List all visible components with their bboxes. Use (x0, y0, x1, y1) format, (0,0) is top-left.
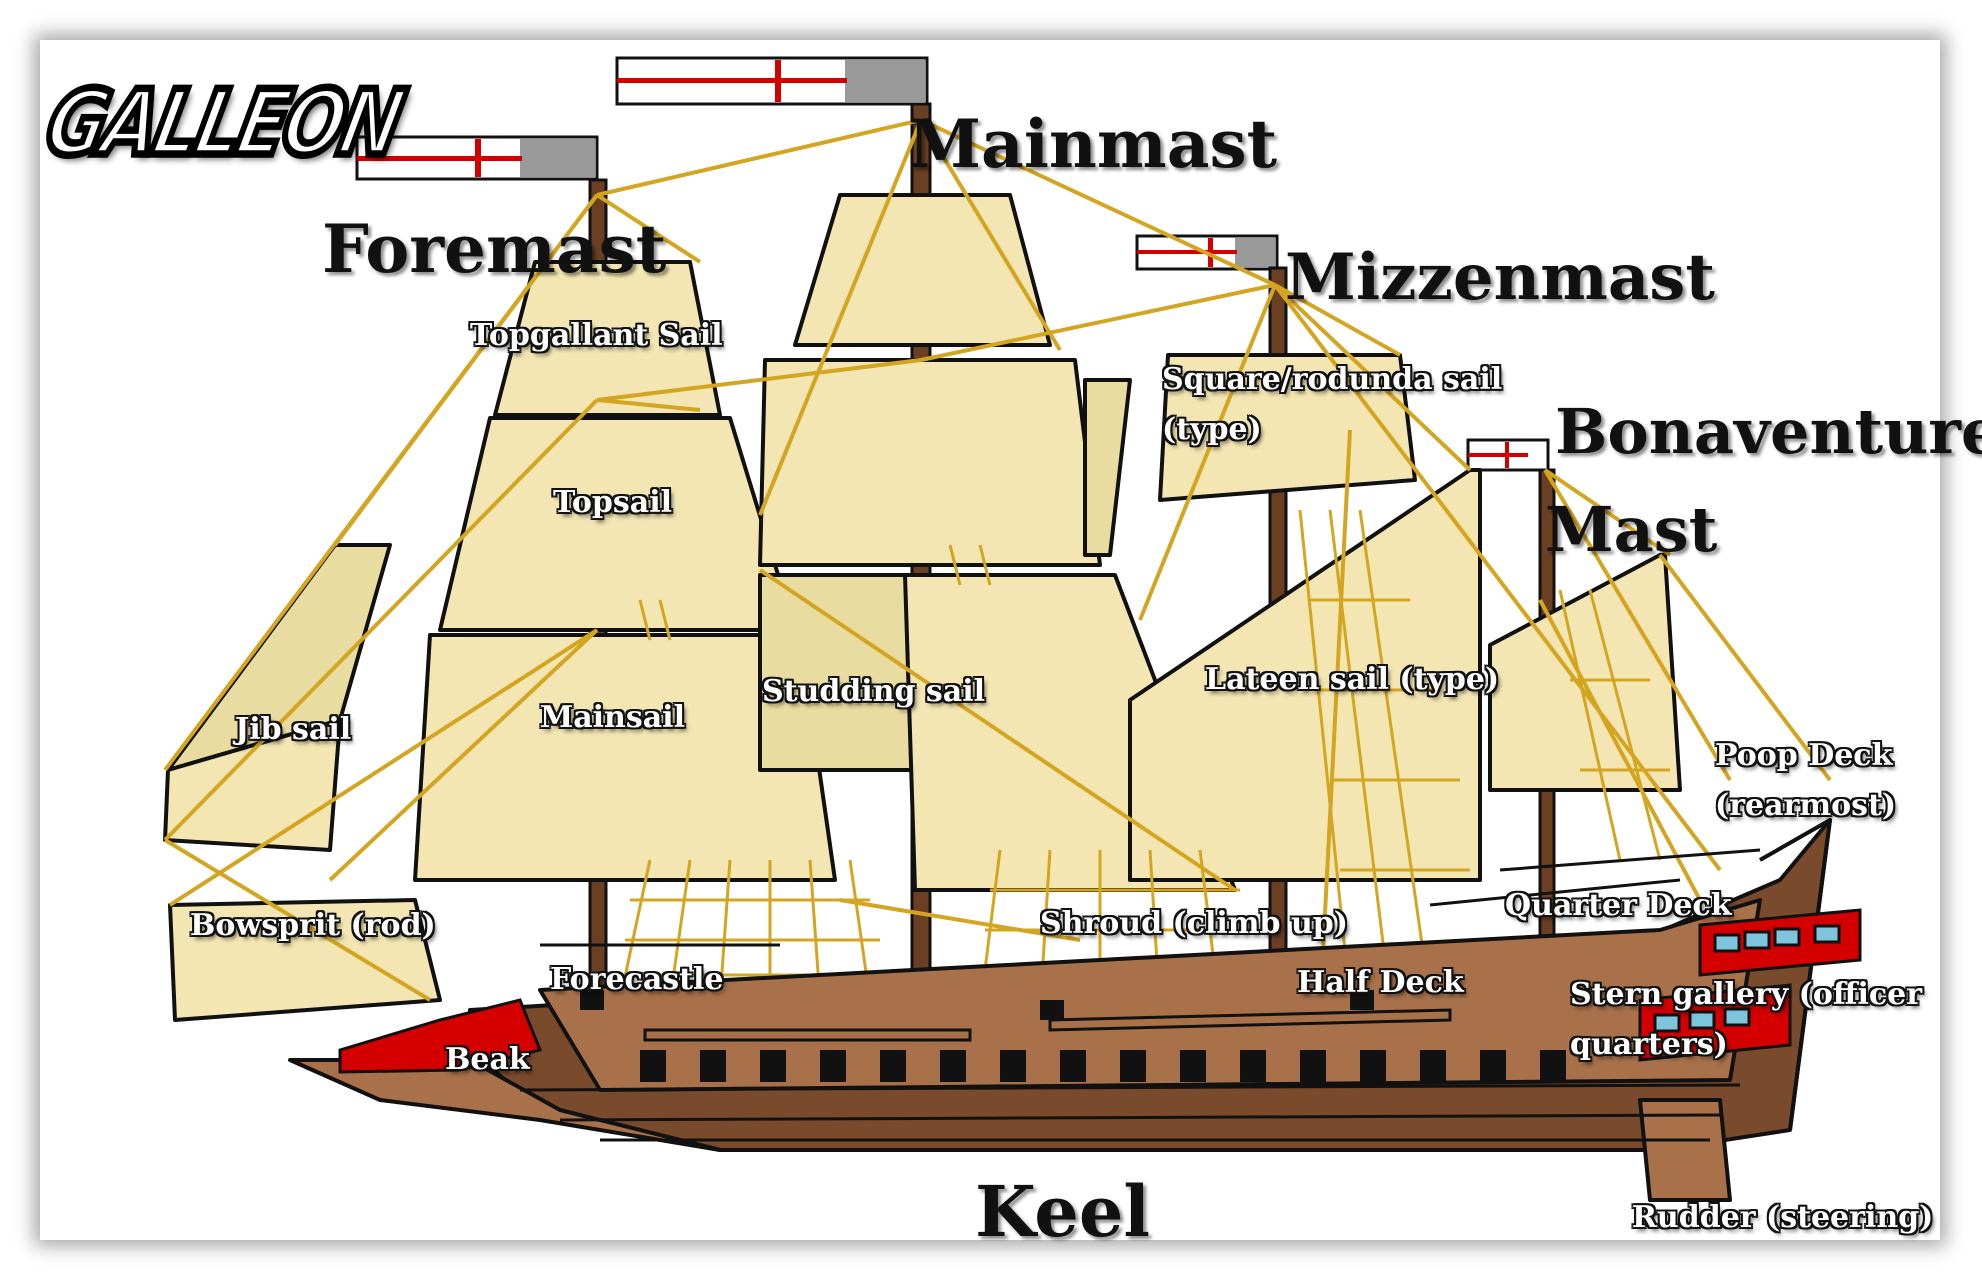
label-mizzenmast: Mizzenmast (1285, 240, 1715, 315)
flag-mizzenmast (1135, 234, 1279, 271)
label-rudder: Rudder (steering) (1632, 1200, 1934, 1235)
label-square-sail-type: (type) (1162, 412, 1262, 447)
shroud-ladders (618, 509, 1670, 1011)
rigging-lines (163, 118, 1832, 1011)
flag-foremast (355, 135, 599, 181)
label-quarter-deck: Quarter Deck (1505, 888, 1732, 923)
label-poop-deck: Poop Deck (1715, 738, 1893, 773)
label-shroud: Shroud (climb up) (1040, 906, 1348, 941)
flag-bonaventure (1466, 438, 1550, 472)
label-stern-gallery-quarters: quarters) (1570, 1027, 1728, 1062)
label-square-sail: Square/rodunda sail (1162, 362, 1503, 397)
label-keel: Keel (975, 1170, 1150, 1253)
label-mainmast: Mainmast (908, 105, 1278, 183)
deck-rails (540, 848, 1761, 1042)
sails (163, 193, 1682, 1022)
flag-mainmast (615, 56, 929, 106)
galleon-logo: GALLEON (34, 67, 412, 179)
label-topgallant-sail: Topgallant Sail (470, 318, 723, 353)
label-bonaventure-mast: Mast (1545, 493, 1718, 566)
stern-gallery (1638, 908, 1862, 1062)
label-bowsprit: Bowsprit (rod) (190, 908, 436, 943)
label-beak: Beak (445, 1042, 530, 1077)
label-topsail: Topsail (553, 485, 672, 520)
label-forecastle: Forecastle (550, 962, 724, 997)
label-half-deck: Half Deck (1297, 965, 1464, 1000)
label-stern-gallery: Stern gallery (officer (1570, 977, 1923, 1012)
label-foremast: Foremast (322, 210, 667, 288)
label-lateen-sail: Lateen sail (type) (1205, 662, 1500, 697)
label-bonaventure: Bonaventure (1555, 395, 1982, 468)
label-studding-sail: Studding sail (762, 674, 986, 709)
label-mainsail: Mainsail (540, 700, 685, 735)
hull-planks (519, 1083, 1741, 1142)
beak-red (338, 998, 543, 1074)
label-poop-deck-rearmost: (rearmost) (1715, 788, 1897, 823)
gun-ports (580, 990, 1566, 1082)
label-jib-sail: Jib sail (235, 712, 352, 747)
